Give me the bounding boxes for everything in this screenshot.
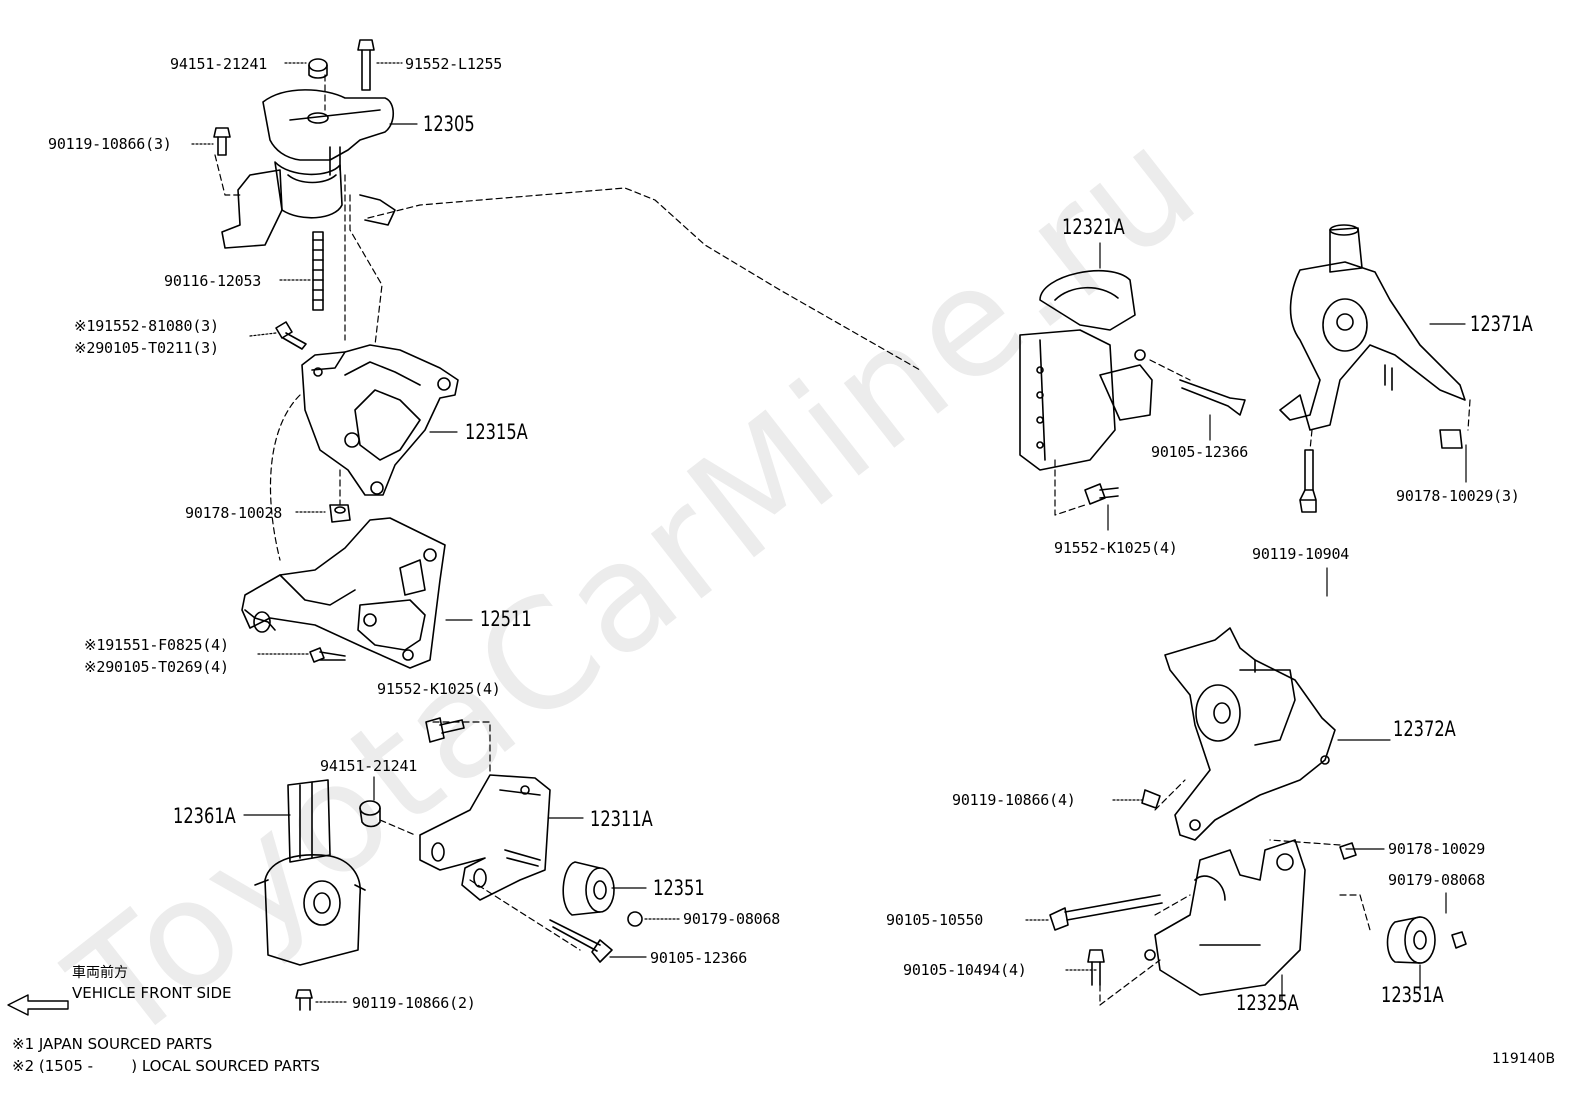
label-90116-12053: 90116-12053 [164,272,262,290]
label-90105-12366-right: 90105-12366 [1151,443,1249,461]
part-12311a [419,774,551,901]
part-12371a [1279,224,1466,513]
label-90105-10550: 90105-10550 [886,911,984,929]
bolt-91552-k1025-left [425,717,465,743]
part-12325a [1049,839,1306,996]
part-12372a [1141,627,1336,841]
label-12361a: 12361A [173,804,236,828]
front-label-en: VEHICLE FRONT SIDE [72,984,232,1002]
part-12305 [213,39,396,311]
part-12315a [301,344,459,523]
label-12311a: 12311A [590,807,653,831]
label-90119-10904: 90119-10904 [1252,545,1350,563]
label-90179-08068-right: 90179-08068 [1388,871,1486,889]
leader-lines [191,62,1467,1003]
front-arrow [7,994,69,1016]
assembly-lines [214,74,1471,1006]
label-12371a: 12371A [1470,312,1533,336]
label-91552-k1025-right: 91552-K1025(4) [1054,539,1178,557]
label-12351a: 12351A [1381,983,1444,1007]
part-12361a [254,779,366,1011]
label-12351: 12351 [653,876,705,900]
bolt-91552-81080 [275,321,307,350]
label-90119-10866-4: 90119-10866(4) [952,791,1076,809]
label-90179-08068-left: 90179-08068 [683,910,781,928]
note-local-sourced: ※2 (1505 - ) LOCAL SOURCED PARTS [12,1057,320,1075]
label-91552-l1255: 91552-L1255 [405,55,503,73]
label-12511: 12511 [480,607,532,631]
part-12321a [1019,269,1246,505]
figure-id: 119140B [1492,1051,1556,1067]
label-12325a: 12325A [1236,991,1299,1015]
part-12351a [1339,842,1467,964]
label-90178-10029-3: 90178-10029(3) [1396,487,1520,505]
label-91552-k1025-left: 91552-K1025(4) [377,680,501,698]
label-90178-10028: 90178-10028 [185,504,283,522]
label-94151-21241-top: 94151-21241 [170,55,268,73]
label-90105-12366-left: 90105-12366 [650,949,748,967]
label-90105-t0269: ※290105-T0269(4) [84,658,229,676]
note-japan-sourced: ※1 JAPAN SOURCED PARTS [12,1035,213,1053]
part-12511 [241,517,446,669]
label-90105-t0211: ※290105-T0211(3) [74,339,219,357]
label-91551-f0825: ※191551-F0825(4) [84,636,229,654]
label-91552-81080: ※191552-81080(3) [74,317,219,335]
label-12305: 12305 [423,112,475,136]
label-12315a: 12315A [465,420,528,444]
label-90178-10029: 90178-10029 [1388,840,1486,858]
front-label-jp: 車両前方 [72,965,128,981]
label-12372a: 12372A [1393,717,1456,741]
label-90105-10494-4: 90105-10494(4) [903,961,1027,979]
nut-94151-mid [359,800,381,828]
label-90119-10866-3: 90119-10866(3) [48,135,172,153]
label-94151-21241-mid: 94151-21241 [320,757,418,775]
part-12351 [549,861,643,963]
label-90119-10866-2: 90119-10866(2) [352,994,476,1012]
label-12321a: 12321A [1062,215,1125,239]
